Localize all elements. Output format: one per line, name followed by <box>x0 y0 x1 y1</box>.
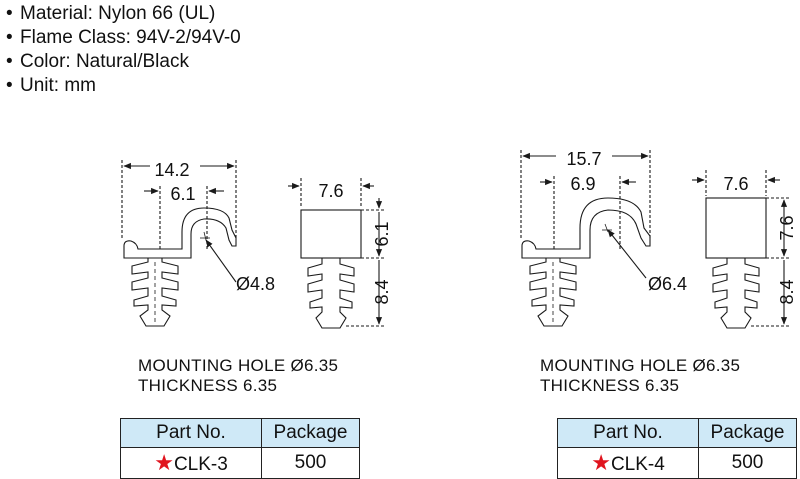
spec-list: •Material: Nylon 66 (UL) •Flame Class: 9… <box>6 2 241 98</box>
clk3-thickness-note: THICKNESS 6.35 <box>138 376 278 395</box>
clk4-dim-hole-dia: Ø6.4 <box>648 274 687 294</box>
clk4-front-view <box>520 150 651 327</box>
clk4-part-cell: ★CLK-4 <box>557 447 699 479</box>
clk4-dim-side-height: 7.6 <box>777 215 797 240</box>
spec-material: •Material: Nylon 66 (UL) <box>6 3 216 24</box>
clk3-side-view <box>288 178 385 329</box>
clk4-header-package: Package <box>698 418 797 448</box>
clk4-part-table: Part No. Package ★CLK-4 500 <box>557 418 797 479</box>
clk4-header-part-no: Part No. <box>557 418 699 448</box>
clk3-header-part-no: Part No. <box>120 418 262 448</box>
clk3-part-number: CLK-3 <box>173 454 228 475</box>
clk3-dim-hole-dia: Ø4.8 <box>236 274 275 294</box>
clk4-dim-side-width: 7.6 <box>723 174 748 194</box>
spec-unit: •Unit: mm <box>6 75 96 96</box>
clk3-part-table: Part No. Package ★CLK-3 500 <box>120 418 360 479</box>
clk4-dim-overall-width: 15.7 <box>566 149 601 169</box>
clk4-mounting-hole-note: MOUNTING HOLE Ø6.35 <box>540 356 741 375</box>
clk3-dim-leg-height: 8.4 <box>372 279 392 304</box>
clk4-dim-leg-height: 8.4 <box>777 279 797 304</box>
star-icon: ★ <box>591 450 611 475</box>
clk4-package-cell: 500 <box>698 447 797 479</box>
clk3-dim-slot-width: 6.1 <box>170 184 195 204</box>
clk3-front-view <box>121 160 237 327</box>
clk3-dim-side-height: 6.1 <box>372 221 392 246</box>
clk3-dim-overall-width: 14.2 <box>154 160 189 180</box>
spec-flame-class: •Flame Class: 94V-2/94V-0 <box>6 27 241 48</box>
clk3-header-package: Package <box>261 418 360 448</box>
clk3-dim-side-width: 7.6 <box>318 181 343 201</box>
clk3-part-cell: ★CLK-3 <box>120 447 262 479</box>
spec-color: •Color: Natural/Black <box>6 51 189 72</box>
clk4-dim-slot-width: 6.9 <box>570 174 595 194</box>
clk4-side-view <box>692 170 790 329</box>
star-icon: ★ <box>154 450 174 475</box>
clk3-package-cell: 500 <box>261 447 360 479</box>
clk4-part-number: CLK-4 <box>610 454 665 475</box>
clk3-mounting-hole-note: MOUNTING HOLE Ø6.35 <box>138 356 339 375</box>
clk4-thickness-note: THICKNESS 6.35 <box>540 376 680 395</box>
